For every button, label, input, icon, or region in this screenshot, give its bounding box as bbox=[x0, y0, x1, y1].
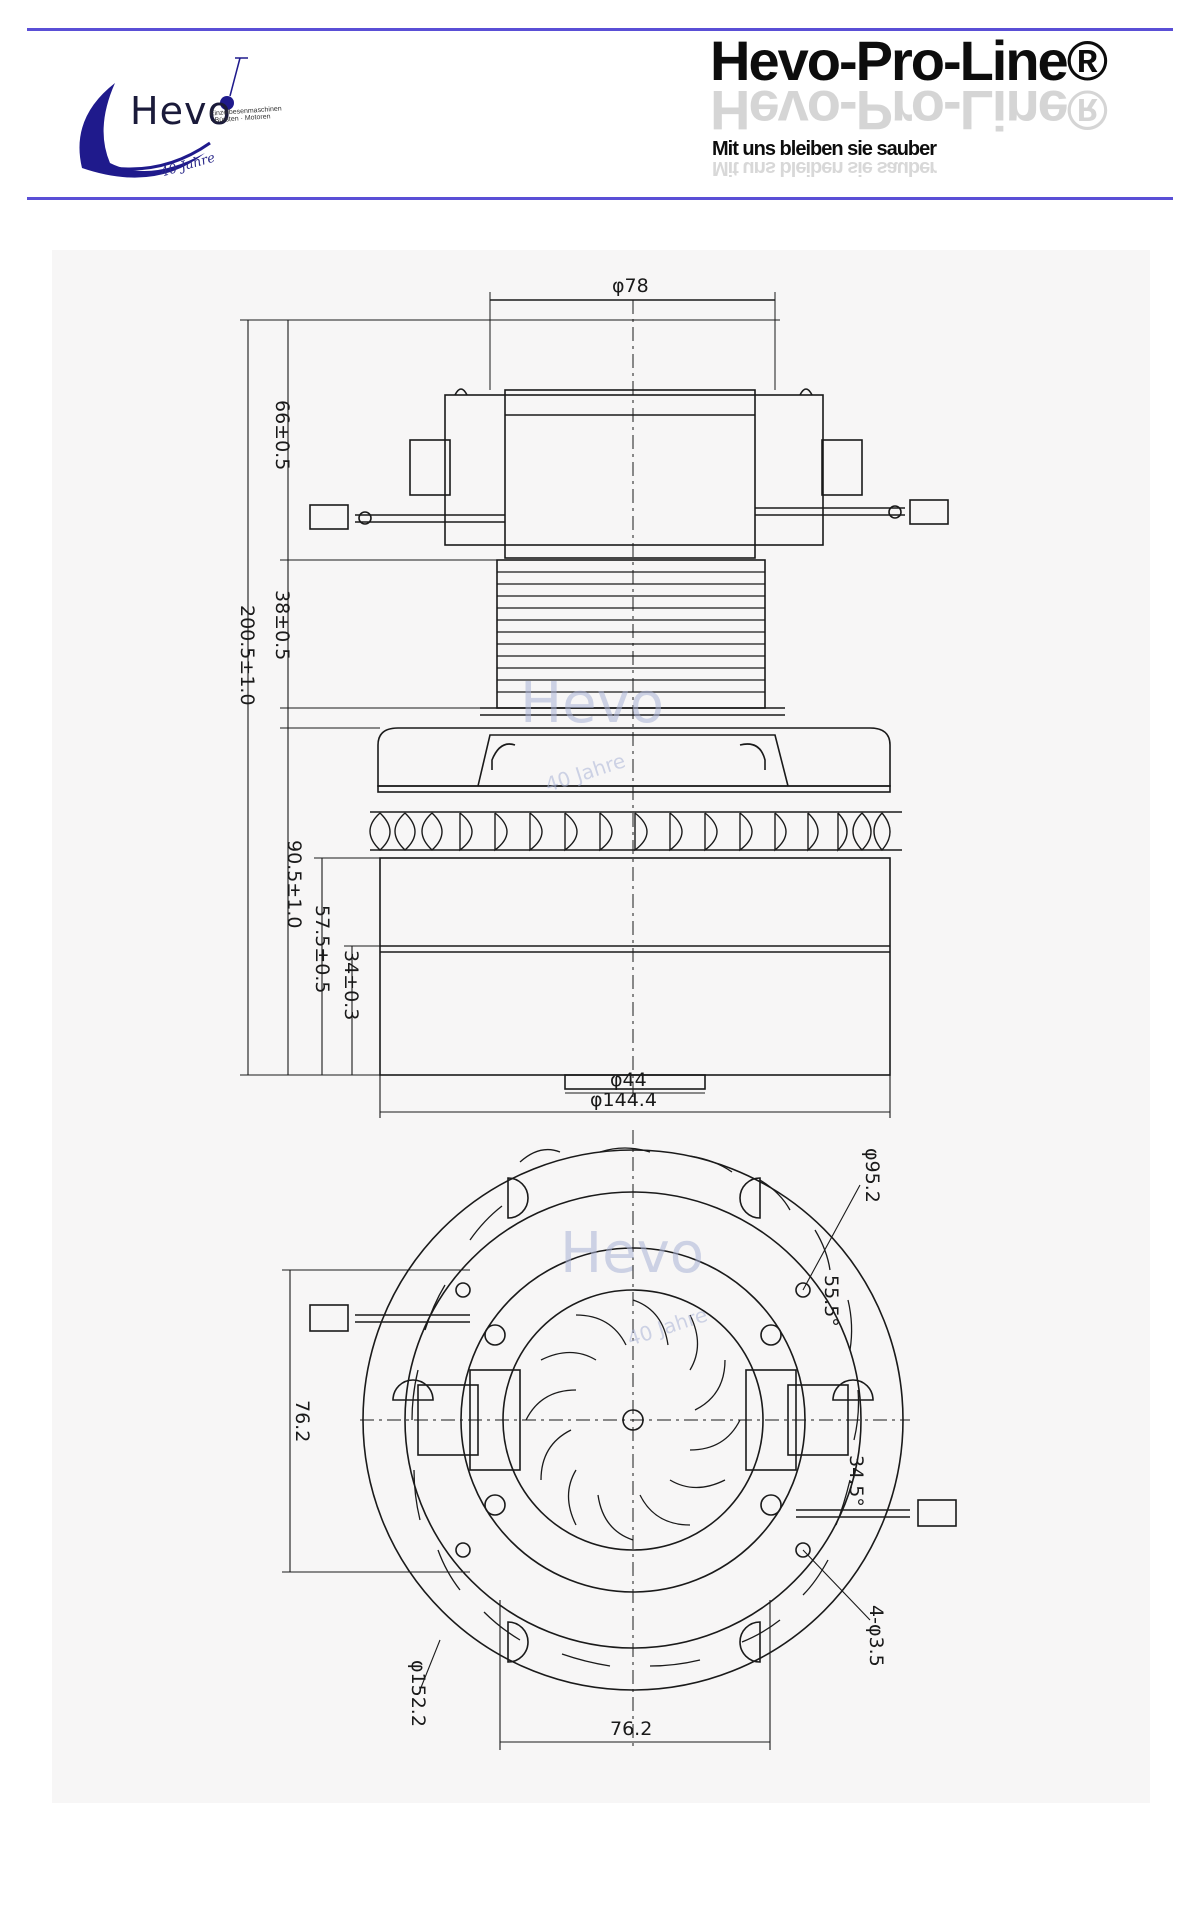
dim-horizontal-spacing: 76.2 bbox=[610, 1718, 652, 1740]
dimension-labels: φ78 66±0.5 38±0.5 200.5±1.0 90.5±1.0 57.… bbox=[236, 275, 887, 1740]
dim-upper-section-height: 66±0.5 bbox=[271, 400, 293, 470]
header-rule-top bbox=[27, 28, 1173, 31]
dim-outlet-diameter: φ44 bbox=[610, 1069, 647, 1091]
dim-total-height: 200.5±1.0 bbox=[236, 605, 258, 706]
dim-bottom-height: 34±0.3 bbox=[340, 950, 362, 1020]
dim-lower-height: 57.5±0.5 bbox=[311, 905, 333, 993]
dim-fan-housing-height: 90.5±1.0 bbox=[283, 840, 305, 928]
dim-housing-diameter: φ144.4 bbox=[590, 1089, 657, 1111]
dim-angle-upper: 55.5° bbox=[820, 1275, 842, 1327]
watermark-brand-lower: Hevo bbox=[560, 1221, 704, 1286]
drawing-panel bbox=[52, 250, 1150, 1803]
dim-outer-diameter: φ152.2 bbox=[407, 1660, 429, 1727]
bottom-view bbox=[282, 1130, 957, 1750]
hevo-logo: Hevo Einzelbesenmaschinen · Bürsten · Mo… bbox=[60, 48, 282, 188]
dim-holes: 4-φ3.5 bbox=[865, 1605, 887, 1667]
brand-slogan: Mit uns bleiben sie sauber bbox=[712, 138, 937, 160]
dim-vertical-spacing: 76.2 bbox=[291, 1400, 313, 1442]
watermark: Hevo 40 Jahre Hevo 40 Jahre bbox=[520, 671, 710, 1351]
brand-title: Hevo-Pro-Line® bbox=[710, 29, 1108, 92]
logo-brand-text: Hevo bbox=[130, 89, 232, 133]
watermark-brand: Hevo bbox=[520, 671, 664, 736]
watermark-years: 40 Jahre bbox=[542, 748, 628, 796]
dim-angle-lower: 34.5° bbox=[845, 1455, 867, 1507]
dim-coil-height: 38±0.5 bbox=[271, 590, 293, 660]
dim-bolt-circle-diameter: φ95.2 bbox=[861, 1148, 883, 1203]
side-view bbox=[240, 292, 949, 1118]
dim-top-diameter: φ78 bbox=[612, 275, 649, 297]
logo-swoosh-icon bbox=[79, 57, 248, 178]
header-rule-bottom bbox=[27, 197, 1173, 200]
